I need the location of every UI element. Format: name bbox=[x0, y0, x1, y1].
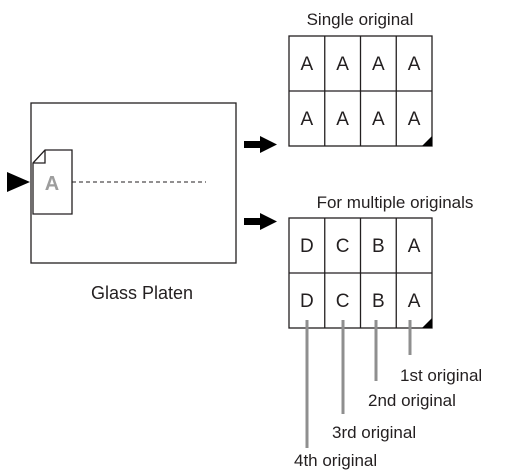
multiple-originals-grid bbox=[288, 217, 433, 329]
callout-2nd-original: 2nd original bbox=[368, 391, 456, 410]
single-cell: A bbox=[336, 109, 349, 130]
multiple-cell: C bbox=[336, 236, 350, 257]
callout-4th-original: 4th original bbox=[294, 451, 377, 470]
multiple-cell: C bbox=[336, 291, 350, 312]
feed-direction-arrow-icon bbox=[7, 172, 30, 192]
multiple-cell: B bbox=[372, 291, 385, 312]
arrow-right-icon bbox=[244, 136, 277, 153]
single-cell: A bbox=[301, 109, 314, 130]
multiple-cell: B bbox=[372, 236, 385, 257]
multiple-cell: A bbox=[408, 236, 421, 257]
multiple-cell: D bbox=[300, 236, 314, 257]
arrow-right-icon bbox=[244, 213, 277, 230]
original-letter: A bbox=[45, 173, 59, 195]
single-cell: A bbox=[408, 109, 421, 130]
single-original-grid bbox=[288, 35, 433, 147]
single-cell: A bbox=[408, 54, 421, 75]
original-document-icon bbox=[32, 149, 73, 215]
single-cell: A bbox=[336, 54, 349, 75]
callout-3rd-original: 3rd original bbox=[332, 423, 416, 442]
single-cell: A bbox=[372, 54, 385, 75]
single-cell: A bbox=[301, 54, 314, 75]
multiple-cell: A bbox=[408, 291, 421, 312]
page-fold-icon bbox=[33, 150, 46, 164]
single-original-title: Single original bbox=[307, 10, 414, 29]
single-cell: A bbox=[372, 109, 385, 130]
multiple-cell: D bbox=[300, 291, 314, 312]
glass-platen-label: Glass Platen bbox=[91, 283, 193, 303]
multiple-originals-title: For multiple originals bbox=[317, 193, 474, 212]
callout-1st-original: 1st original bbox=[400, 366, 482, 385]
